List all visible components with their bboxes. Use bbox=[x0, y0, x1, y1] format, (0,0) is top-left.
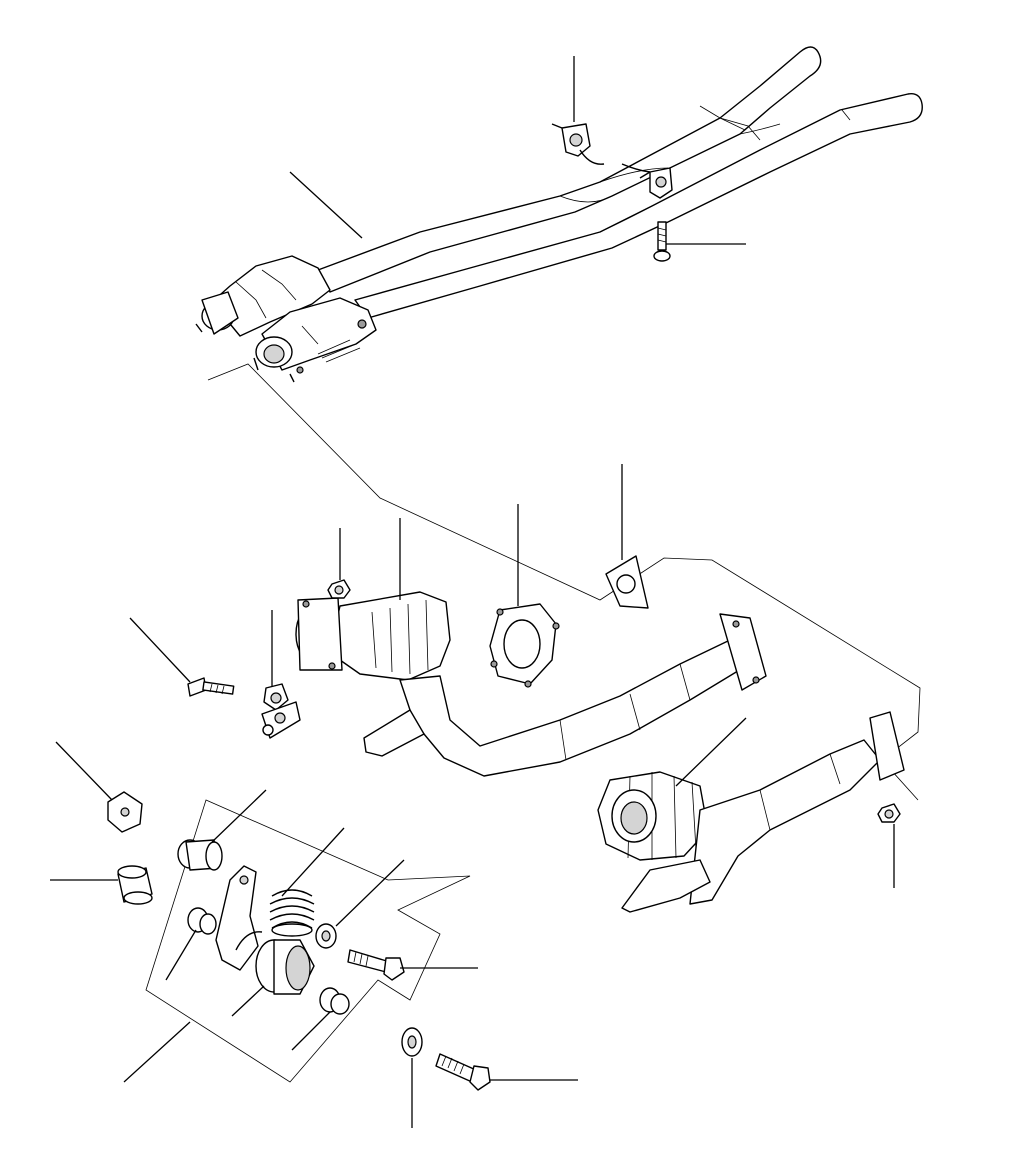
square-nut bbox=[107, 791, 143, 833]
bolt-short bbox=[347, 949, 405, 981]
hanger-bracket-lower bbox=[621, 163, 673, 199]
rubber-bushing bbox=[255, 939, 315, 995]
bushing-mount bbox=[263, 683, 289, 711]
coil-spring bbox=[269, 889, 315, 937]
flange-gasket-large bbox=[489, 603, 560, 688]
spacer-sleeve bbox=[117, 865, 153, 905]
leader-lines bbox=[50, 56, 895, 1128]
front-catalytic-converter bbox=[295, 591, 451, 681]
rear-exhaust-pipe-assembly bbox=[317, 46, 923, 319]
bolt-upper bbox=[653, 221, 671, 262]
catalytic-converter-left bbox=[195, 255, 331, 337]
washer-small bbox=[315, 923, 337, 949]
stud-mount bbox=[261, 701, 301, 739]
washer-large bbox=[401, 1027, 423, 1057]
nut-right bbox=[877, 803, 901, 823]
front-downpipe-right bbox=[597, 711, 905, 913]
spring-bracket bbox=[215, 865, 263, 971]
small-sleeve-right bbox=[319, 987, 350, 1015]
front-downpipe-left bbox=[363, 613, 767, 777]
hanger-bracket-upper bbox=[551, 123, 605, 165]
bolt-large bbox=[435, 1053, 491, 1091]
bolt-long bbox=[187, 677, 235, 697]
small-sleeve-left bbox=[187, 907, 217, 935]
flanged-sleeve bbox=[177, 839, 223, 871]
nut-flange bbox=[327, 579, 351, 599]
catalytic-converter-right bbox=[253, 297, 377, 383]
flange-gasket-small bbox=[605, 555, 649, 609]
